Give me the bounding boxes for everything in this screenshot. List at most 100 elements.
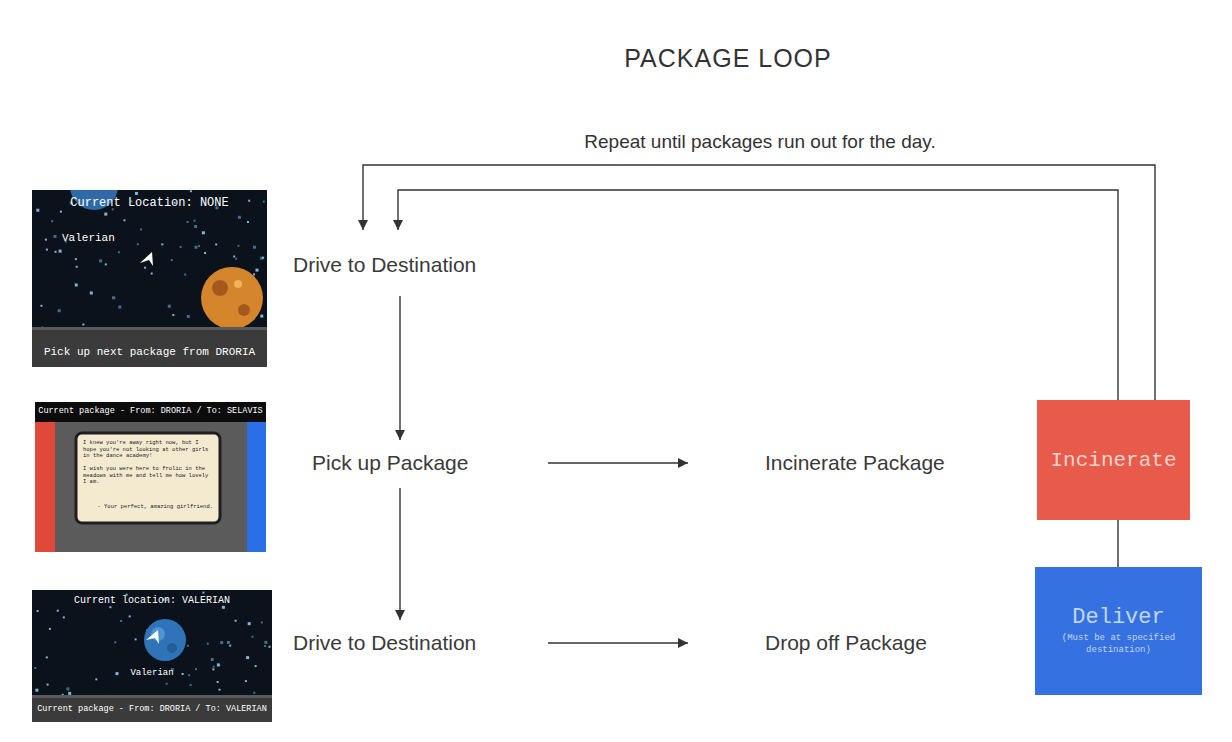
star <box>47 684 49 686</box>
star <box>187 645 189 647</box>
star <box>256 269 259 272</box>
node-subtext: (Must be at specified destination) <box>1041 633 1196 656</box>
star <box>172 314 174 316</box>
star <box>195 668 197 670</box>
star <box>166 683 168 685</box>
star <box>95 678 97 680</box>
star <box>35 689 38 692</box>
star <box>114 641 116 643</box>
planet-spot <box>212 280 228 296</box>
stars <box>34 592 270 697</box>
letter-text: I knew you're away right now, but I hope… <box>83 440 213 460</box>
star <box>194 225 197 228</box>
star <box>118 251 120 253</box>
status-bar <box>32 327 267 367</box>
star <box>105 263 107 265</box>
star <box>135 192 138 195</box>
step-text: Pick up Package <box>300 440 548 486</box>
planet-name: Valerian <box>62 232 152 245</box>
star <box>211 658 214 661</box>
star <box>190 684 192 686</box>
star <box>63 616 65 618</box>
star <box>187 315 190 318</box>
star <box>195 246 198 249</box>
star <box>54 235 57 238</box>
star <box>188 674 190 676</box>
planet-spot <box>167 643 177 653</box>
planet-spot <box>234 280 242 288</box>
star <box>222 606 225 609</box>
star <box>235 258 237 260</box>
screen-status-text: Pick up next package from DRORIA <box>32 346 267 359</box>
star <box>140 228 142 230</box>
star <box>60 211 62 213</box>
star <box>112 296 115 299</box>
screen-location-text: Current Location: NONE <box>32 196 267 210</box>
star <box>49 628 51 630</box>
star <box>245 680 247 682</box>
star <box>58 309 61 312</box>
star <box>213 666 215 668</box>
star <box>55 251 57 253</box>
star <box>238 245 240 247</box>
star <box>76 266 78 268</box>
star <box>59 250 62 253</box>
map-screenshot <box>32 590 272 722</box>
star <box>207 643 209 645</box>
star <box>260 315 263 318</box>
star <box>75 284 78 287</box>
star <box>75 258 77 260</box>
star <box>57 610 59 612</box>
node-text: Drop off Package <box>765 631 927 655</box>
star <box>187 221 189 223</box>
star <box>171 259 173 261</box>
star <box>264 641 267 644</box>
star <box>41 305 43 307</box>
star <box>252 636 254 638</box>
step-text: Drive to Destination <box>280 620 548 666</box>
star <box>120 620 122 622</box>
star <box>248 622 251 625</box>
status-bar-edge <box>32 327 267 330</box>
star <box>36 209 39 212</box>
incinerate-strip <box>35 422 55 552</box>
star <box>144 267 146 269</box>
letter-text: I wish you were here to frolic in the me… <box>83 466 213 486</box>
star <box>161 243 163 245</box>
step-text: Drive to Destination <box>280 240 548 290</box>
star <box>247 221 249 223</box>
star <box>217 681 219 683</box>
star <box>182 673 184 675</box>
star <box>51 220 53 222</box>
node-text: Drive to Destination <box>293 253 476 277</box>
stars <box>36 190 264 329</box>
star <box>204 252 206 254</box>
node-text: Deliver <box>1072 605 1164 630</box>
star <box>82 324 84 326</box>
star <box>235 620 237 622</box>
star <box>246 656 249 659</box>
star <box>227 641 230 644</box>
star <box>248 200 250 202</box>
planet <box>201 267 263 329</box>
star <box>253 273 255 275</box>
status-bar-edge <box>32 695 272 698</box>
star <box>253 692 255 694</box>
star <box>137 243 139 245</box>
star <box>37 610 39 612</box>
star <box>261 622 263 624</box>
flow-arrow <box>399 296 400 440</box>
star <box>198 245 200 247</box>
status-bar <box>32 695 272 722</box>
star <box>229 645 231 647</box>
flow-arrow <box>398 190 1118 400</box>
step-text: Incinerate Package <box>688 440 988 486</box>
star <box>255 665 257 667</box>
star <box>262 257 264 259</box>
node-text: Drive to Destination <box>293 631 476 655</box>
star <box>202 592 204 594</box>
star <box>168 305 171 308</box>
flow-arrow <box>363 165 1155 400</box>
star <box>238 216 241 219</box>
